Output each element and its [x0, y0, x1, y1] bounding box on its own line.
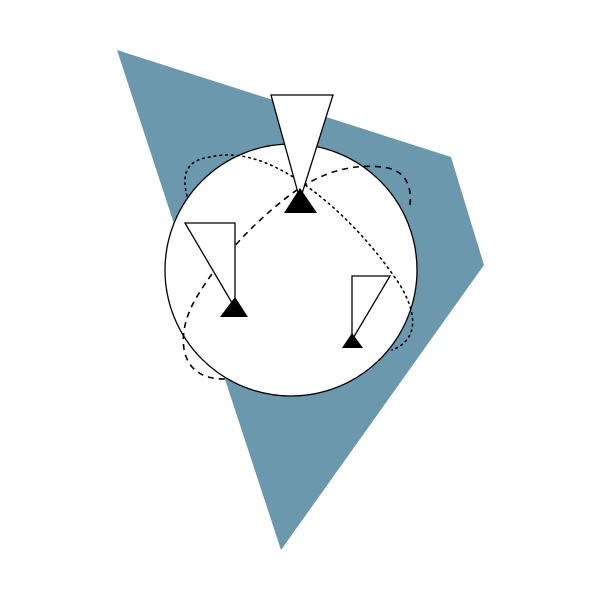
triangle-marker-left — [220, 297, 248, 317]
marker-top — [270, 94, 334, 213]
marker-left — [183, 222, 248, 317]
fan-wedge-left — [183, 222, 236, 311]
fan-wedge-right — [351, 275, 392, 343]
dotted-curve — [184, 154, 414, 351]
main-circle — [164, 143, 418, 397]
triangle-marker-top — [284, 188, 317, 213]
marker-right — [342, 275, 392, 348]
fan-wedge-top — [270, 94, 334, 203]
dashed-curve — [182, 165, 412, 380]
triangle-marker-right — [342, 333, 363, 348]
